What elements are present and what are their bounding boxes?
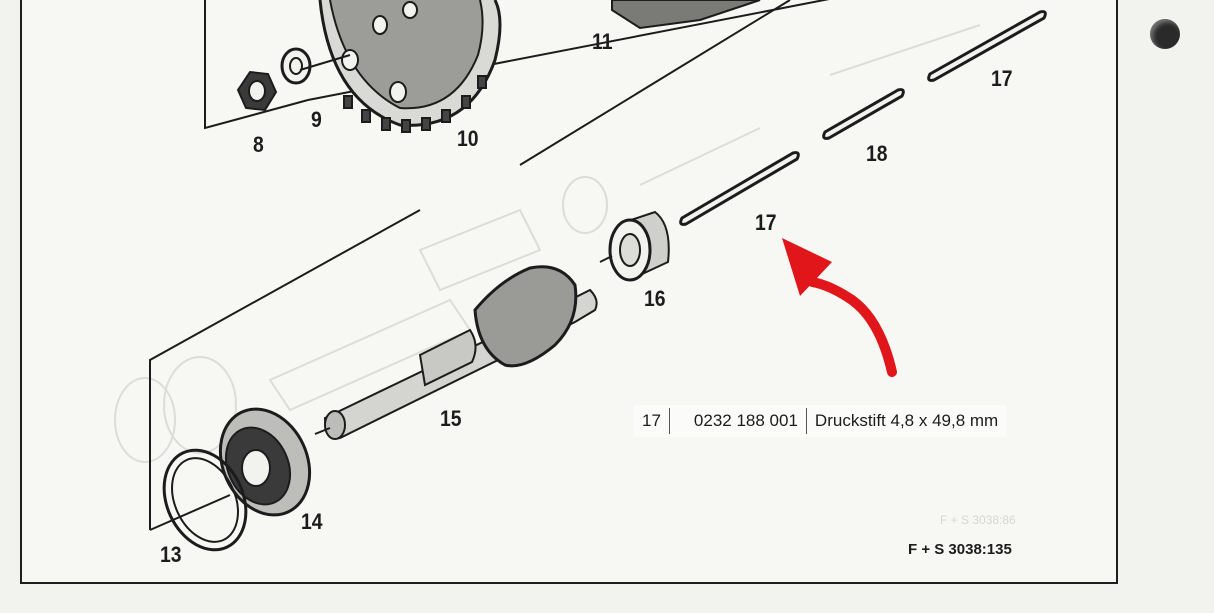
parts-list-item-number: 17 bbox=[642, 411, 661, 430]
parts-list-divider bbox=[668, 408, 670, 434]
pins bbox=[679, 10, 1047, 226]
label-part-8: 8 bbox=[253, 132, 264, 157]
parts-list-part-number: 0232 188 001 bbox=[693, 411, 798, 430]
label-part-17-mid: 17 bbox=[755, 210, 777, 235]
parts-list-divider bbox=[805, 408, 807, 434]
part-13-shim-washer bbox=[162, 448, 248, 552]
label-part-13: 13 bbox=[160, 542, 182, 567]
part-15-gear-shaft bbox=[314, 255, 613, 440]
label-part-17-top: 17 bbox=[991, 66, 1013, 91]
parts-list-row: 17 0232 188 001 Druckstift 4,8 x 49,8 mm bbox=[634, 405, 1007, 437]
red-arrow-icon bbox=[782, 238, 897, 377]
label-part-9: 9 bbox=[311, 107, 322, 132]
label-part-14: 14 bbox=[301, 509, 323, 534]
parts-list-description: Druckstift 4,8 x 49,8 mm bbox=[814, 411, 999, 430]
part-8-nut bbox=[236, 70, 278, 112]
ghost-document-reference: F + S 3038:86 bbox=[940, 513, 1016, 527]
part-17-pin-mid bbox=[679, 151, 800, 226]
part-10-clutch-basket bbox=[299, 0, 502, 133]
label-part-11: 11 bbox=[592, 29, 613, 54]
part-11-lever bbox=[611, 0, 761, 30]
part-17-pin-top bbox=[927, 10, 1047, 82]
label-part-15: 15 bbox=[440, 406, 462, 431]
label-part-18: 18 bbox=[866, 141, 888, 166]
part-16-bushing bbox=[608, 210, 670, 282]
binder-hole-icon bbox=[1150, 19, 1180, 49]
document-reference: F + S 3038:135 bbox=[908, 541, 1012, 558]
label-part-16: 16 bbox=[644, 286, 666, 311]
label-part-10: 10 bbox=[457, 126, 479, 151]
part-9-washer bbox=[280, 47, 312, 85]
part-18-pin bbox=[822, 88, 905, 140]
